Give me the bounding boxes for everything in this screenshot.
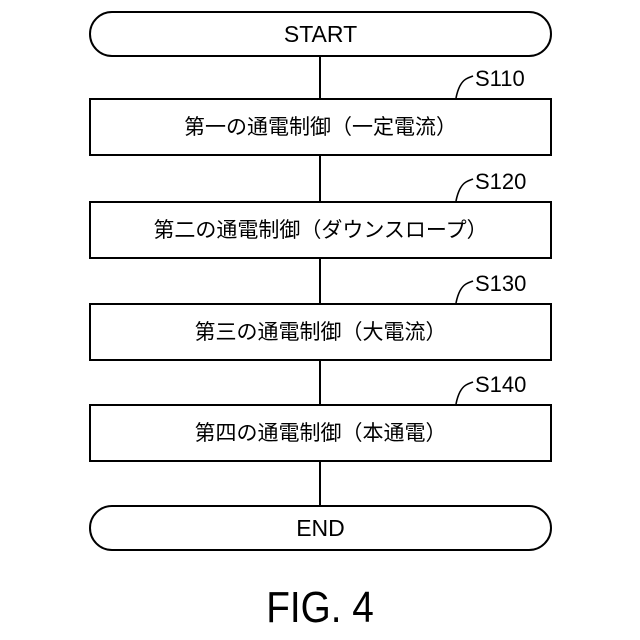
end-terminal: END — [89, 505, 552, 551]
step-id-s130: S130 — [475, 273, 526, 295]
leader-s110 — [456, 76, 473, 98]
figure-caption: FIG. 4 — [38, 586, 601, 630]
process-text-s130: 第三の通電制御（大電流） — [195, 322, 447, 343]
process-box-s130: 第三の通電制御（大電流） — [89, 303, 552, 361]
leader-s120 — [456, 179, 473, 201]
process-text-s120: 第二の通電制御（ダウンスロープ） — [153, 220, 487, 241]
process-box-s110: 第一の通電制御（一定電流） — [89, 98, 552, 156]
step-id-s140: S140 — [475, 374, 526, 396]
end-label: END — [296, 517, 345, 540]
step-id-s110: S110 — [475, 68, 525, 90]
process-text-s110: 第一の通電制御（一定電流） — [184, 117, 457, 138]
process-text-s140: 第四の通電制御（本通電） — [195, 423, 447, 444]
start-label: START — [284, 23, 357, 46]
process-box-s120: 第二の通電制御（ダウンスロープ） — [89, 201, 552, 259]
step-id-s120: S120 — [475, 171, 526, 193]
leader-s130 — [456, 281, 473, 303]
leader-s140 — [456, 382, 473, 404]
process-box-s140: 第四の通電制御（本通電） — [89, 404, 552, 462]
start-terminal: START — [89, 11, 552, 57]
